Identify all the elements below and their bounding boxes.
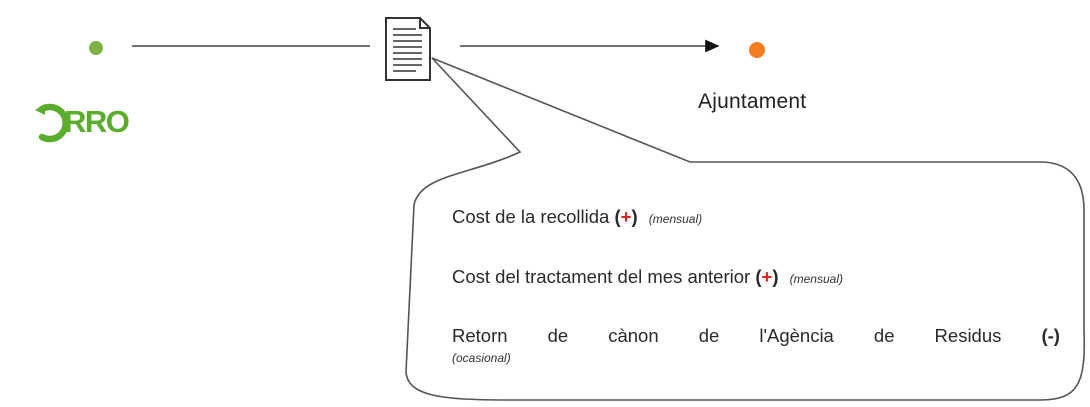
callout-bubble bbox=[405, 57, 1086, 401]
source-node-dot bbox=[89, 41, 103, 55]
plus-sign: + bbox=[620, 206, 632, 227]
refund-sign: (-) bbox=[1041, 325, 1060, 346]
target-node-label: Ajuntament bbox=[698, 90, 807, 113]
word: cànon bbox=[608, 325, 659, 346]
cost-sign: (+) bbox=[755, 266, 783, 287]
word: Retorn bbox=[452, 325, 508, 346]
rro-logo bbox=[35, 103, 69, 143]
sign-paren-open: ( bbox=[614, 206, 621, 227]
word: de bbox=[873, 325, 895, 346]
frequency-note: (ocasional) bbox=[452, 351, 511, 365]
document-icon bbox=[385, 17, 431, 81]
cost-sign: (+) bbox=[614, 206, 642, 227]
sign-paren-close: ) bbox=[772, 266, 779, 287]
callout-item-text: Cost de la recollida bbox=[452, 206, 610, 227]
sign-paren-open: ( bbox=[755, 266, 762, 287]
frequency-note: (mensual) bbox=[648, 212, 703, 226]
target-node-dot bbox=[749, 42, 765, 58]
sign-paren-close: ) bbox=[631, 206, 638, 227]
rro-logo-text: RRO bbox=[64, 104, 130, 139]
word: de bbox=[547, 325, 569, 346]
callout-item: Cost de la recollida (+) (mensual) bbox=[452, 206, 702, 228]
callout-item-line: Retorn de cànon de l'Agència de Residus … bbox=[452, 325, 1060, 347]
callout-item: Retorn de cànon de l'Agència de Residus … bbox=[452, 325, 1060, 365]
callout-item: Cost del tractament del mes anterior (+)… bbox=[452, 266, 843, 288]
frequency-note: (mensual) bbox=[789, 272, 843, 286]
plus-sign: + bbox=[761, 266, 773, 287]
word: l'Agència bbox=[759, 325, 834, 346]
callout-item-text: Cost del tractament del mes anterior bbox=[452, 266, 751, 287]
word: Residus bbox=[934, 325, 1002, 346]
word: de bbox=[698, 325, 720, 346]
